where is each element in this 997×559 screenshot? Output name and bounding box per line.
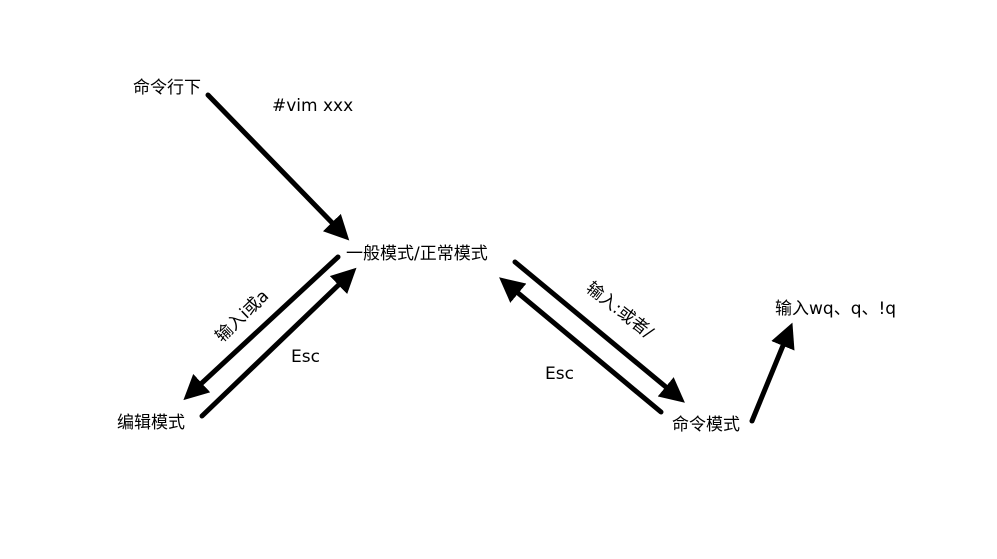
arrow-normal-to-edit xyxy=(183,254,341,401)
node-command-line: 命令行下 xyxy=(133,78,201,98)
edge-label-input-colon-or-slash: 输入:或者/ xyxy=(582,278,657,343)
arrow-cmdline-to-normal xyxy=(205,92,350,241)
edge-label-esc-edit: Esc xyxy=(291,347,320,367)
edge-label-input-i-or-a: 输入i或a xyxy=(212,286,273,346)
node-save-quit: 输入wq、q、!q xyxy=(775,299,896,319)
edge-label-vim-command: #vim xxx xyxy=(272,96,353,116)
edge-label-esc-command: Esc xyxy=(545,364,574,384)
node-edit-mode: 编辑模式 xyxy=(117,413,185,433)
node-command-mode: 命令模式 xyxy=(672,415,740,435)
arrow-normal-to-command xyxy=(512,259,685,403)
arrow-command-to-savequit xyxy=(749,322,795,424)
arrow-edit-to-normal xyxy=(199,267,357,419)
node-normal-mode: 一般模式/正常模式 xyxy=(346,244,488,264)
arrow-command-to-normal xyxy=(499,277,664,415)
